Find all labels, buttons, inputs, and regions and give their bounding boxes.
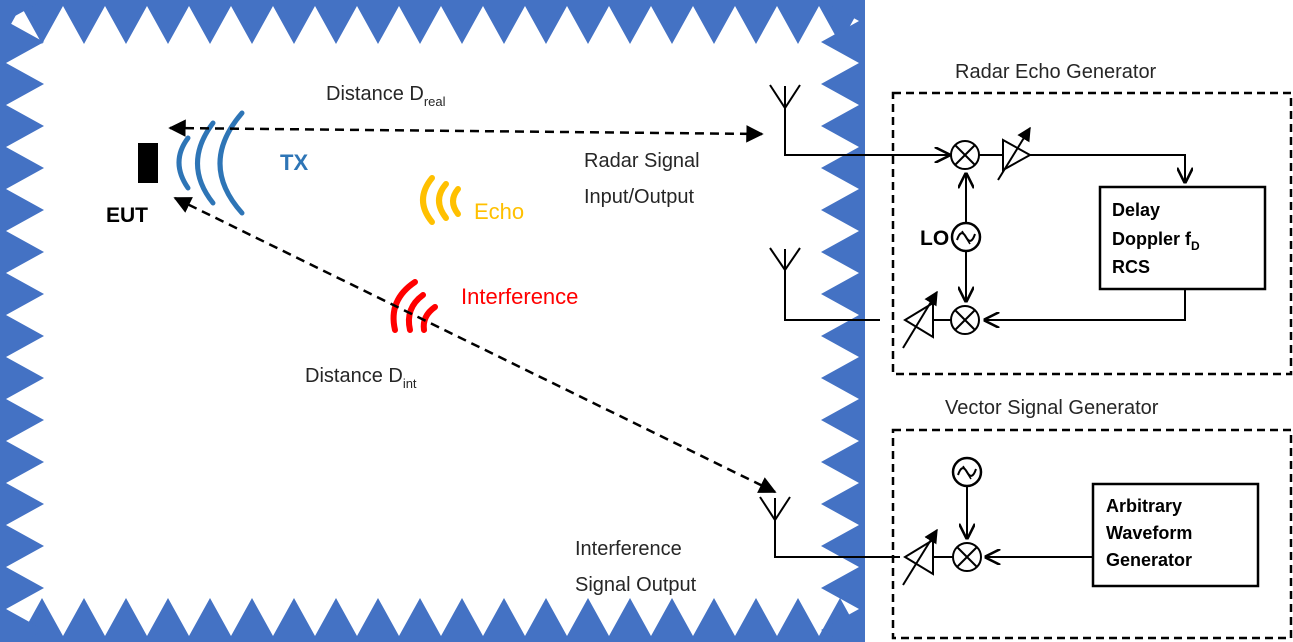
- radar-rx-antenna-icon: [769, 247, 880, 321]
- radar-signal-io-label-line2: Input/Output: [584, 186, 695, 208]
- vector-signal-generator-title: Vector Signal Generator: [945, 397, 1159, 419]
- vector-signal-generator-frame: [891, 428, 1293, 640]
- interference-antenna-icon: [759, 496, 900, 558]
- interference-output-label-line2: Signal Output: [575, 574, 697, 596]
- interference-label: Interference: [461, 284, 578, 309]
- interference-output-label-line1: Interference: [575, 538, 682, 560]
- radar-signal-io-label-line1: Radar Signal: [584, 150, 700, 172]
- distance-real-label: Distance Dreal: [326, 83, 446, 109]
- awg-label-line2: Waveform: [1106, 523, 1192, 543]
- tx-label: TX: [280, 150, 308, 175]
- eut-device-icon: [138, 143, 158, 183]
- radar-echo-generator-title: Radar Echo Generator: [955, 61, 1157, 83]
- mixer-top-icon: [950, 140, 980, 170]
- vsg-mixer-icon: [952, 542, 982, 572]
- awg-label-line3: Generator: [1106, 550, 1192, 570]
- doppler-label: Doppler fD: [1112, 229, 1200, 253]
- echo-label: Echo: [474, 199, 524, 224]
- vsg-variable-amplifier-icon: [902, 528, 953, 586]
- radar-echo-generator-frame: [891, 91, 1293, 376]
- variable-amplifier-top-icon: [979, 126, 1033, 181]
- interference-waves-icon: [390, 279, 438, 333]
- arbitrary-waveform-generator-box: [1091, 482, 1260, 588]
- mixer-bottom-icon: [950, 305, 980, 335]
- lo-label: LO: [920, 227, 949, 250]
- awg-label-line1: Arbitrary: [1106, 496, 1182, 516]
- echo-waves-icon: [420, 175, 461, 225]
- wire-to-delay-box: [1030, 154, 1185, 182]
- distance-real-arrow: [168, 119, 764, 143]
- distance-int-arrow: [173, 196, 777, 494]
- eut-label: EUT: [106, 204, 148, 227]
- rcs-label: RCS: [1112, 257, 1150, 277]
- distance-int-label: Distance Dint: [305, 365, 417, 391]
- lo-oscillator-icon: [950, 221, 982, 253]
- delay-label: Delay: [1112, 200, 1160, 220]
- wire-box-to-mixer-bottom: [985, 289, 1186, 320]
- delay-doppler-rcs-box: [1098, 185, 1267, 291]
- vsg-oscillator-icon: [951, 456, 983, 488]
- variable-amplifier-bottom-icon: [902, 290, 951, 349]
- anechoic-absorber-wall: [0, 0, 865, 642]
- radar-tx-antenna-icon: [769, 84, 940, 156]
